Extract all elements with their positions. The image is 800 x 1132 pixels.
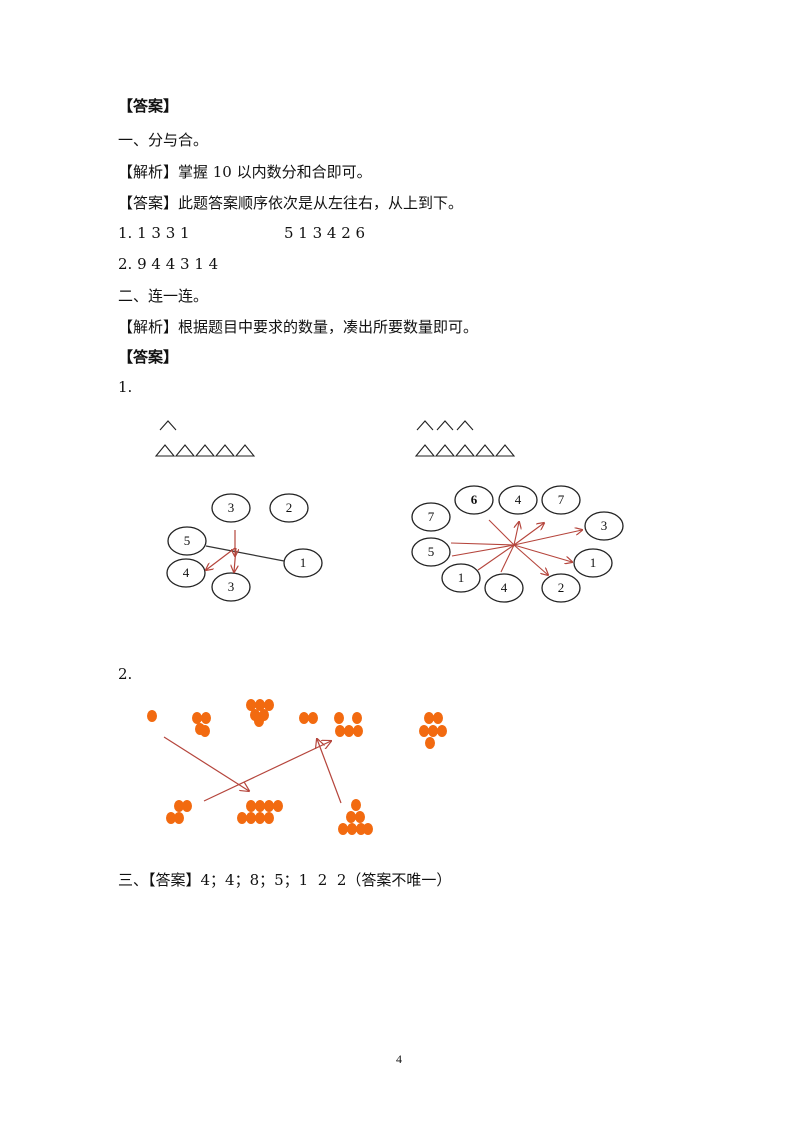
triangle-icon [214,444,236,457]
circle-label: 3 [601,518,608,533]
dot-group-6 [419,712,447,749]
section-two-title: 二、连一连。 [118,287,209,305]
section-three-answer: 三、【答案】4；4；8；5；1 2 2（答案不唯一） [118,871,452,889]
connector-line [205,545,285,562]
circle-label: 7 [428,509,435,524]
triangle-group-left [154,420,256,457]
triangle-icon [416,420,434,431]
circle-label: 4 [501,580,508,595]
circle-label: 6 [471,492,478,507]
dot-group-1 [147,710,157,722]
analysis-two: 【解析】根据题目中要求的数量，凑出所要数量即可。 [118,318,479,336]
connector-arrow [513,523,544,546]
triangle-icon [174,444,196,457]
connector-arrow [513,544,572,562]
connector-arrow [206,547,236,570]
page-number: 4 [396,1052,402,1066]
answer-one: 【答案】此题答案顺序依次是从左往右，从上到下。 [118,194,464,212]
figure-dot-groups [147,699,447,835]
connector-arrow [513,522,519,546]
dot-group-9 [338,799,373,835]
connector-arrow [234,547,236,572]
circle-label: 3 [228,579,235,594]
answer-row-2: 2. 9 4 4 3 1 4 [118,255,219,273]
dot-group-2 [192,712,211,737]
number-circle [498,485,538,515]
answer-row-1-right: 5 1 3 4 2 6 [284,224,366,242]
circle-label: 4 [515,492,522,507]
triangle-icon [434,444,456,457]
circle-label: 1 [300,555,307,570]
connector-arrow [163,736,249,791]
triangle-icon [414,444,436,457]
circle-label: 2 [558,580,565,595]
connector-arrow [203,741,331,802]
circle-label: 7 [558,492,565,507]
connector-arrow [450,542,515,546]
triangle-icon [456,420,474,431]
number-circle [541,573,581,603]
number-circle [411,502,451,532]
dot-group-4 [299,712,318,724]
answer-heading: 【答案】 [118,97,179,115]
dot-group-3 [246,699,274,727]
connector-arrow [513,544,548,575]
number-circle [484,573,524,603]
triangle-icon [194,444,216,457]
number-circle [167,526,207,556]
triangle-icon [474,444,496,457]
number-circle [283,548,323,578]
number-circle [269,493,309,523]
number-circle [411,537,451,567]
section-one-title: 一、分与合。 [118,131,209,149]
answer-row-1-left: 1. 1 3 3 1 [118,224,190,242]
triangle-group-right [414,420,516,457]
answer-two-item-1: 1. [118,378,133,396]
connector-arrow [451,544,515,557]
circle-label: 3 [228,500,235,515]
answer-two-item-2: 2. [118,665,133,683]
triangle-icon [234,444,256,457]
triangle-icon [494,444,516,457]
dot-group-7 [166,800,192,824]
number-circle [441,563,481,593]
number-circle [211,493,251,523]
triangle-icon [159,420,177,431]
number-circle [454,485,494,515]
circles-left [166,493,323,602]
connector-arrow [513,530,582,546]
number-circle [584,511,624,541]
circles-right [411,485,624,603]
circle-label: 5 [184,533,191,548]
connector-arrow [317,739,342,804]
triangle-icon [154,444,176,457]
circle-label: 1 [590,555,597,570]
circle-label: 1 [458,570,465,585]
connector-arrow [477,544,515,571]
circle-label: 5 [428,544,435,559]
triangle-icon [436,420,454,431]
connector-arrow [500,544,515,573]
dot-group-8 [237,800,283,824]
triangle-icon [454,444,476,457]
number-circle [166,558,206,588]
dot-group-5 [334,712,363,737]
number-circle [541,485,581,515]
connector-arrow [488,519,515,546]
figure-connect-circles: 3 2 5 1 4 3 6 4 7 7 3 5 1 1 4 2 [154,420,624,603]
circle-label: 2 [286,500,293,515]
answer-two-heading: 【答案】 [118,348,179,366]
circle-label: 4 [183,565,190,580]
analysis-one: 【解析】掌握 10 以内数分和合即可。 [118,163,372,181]
